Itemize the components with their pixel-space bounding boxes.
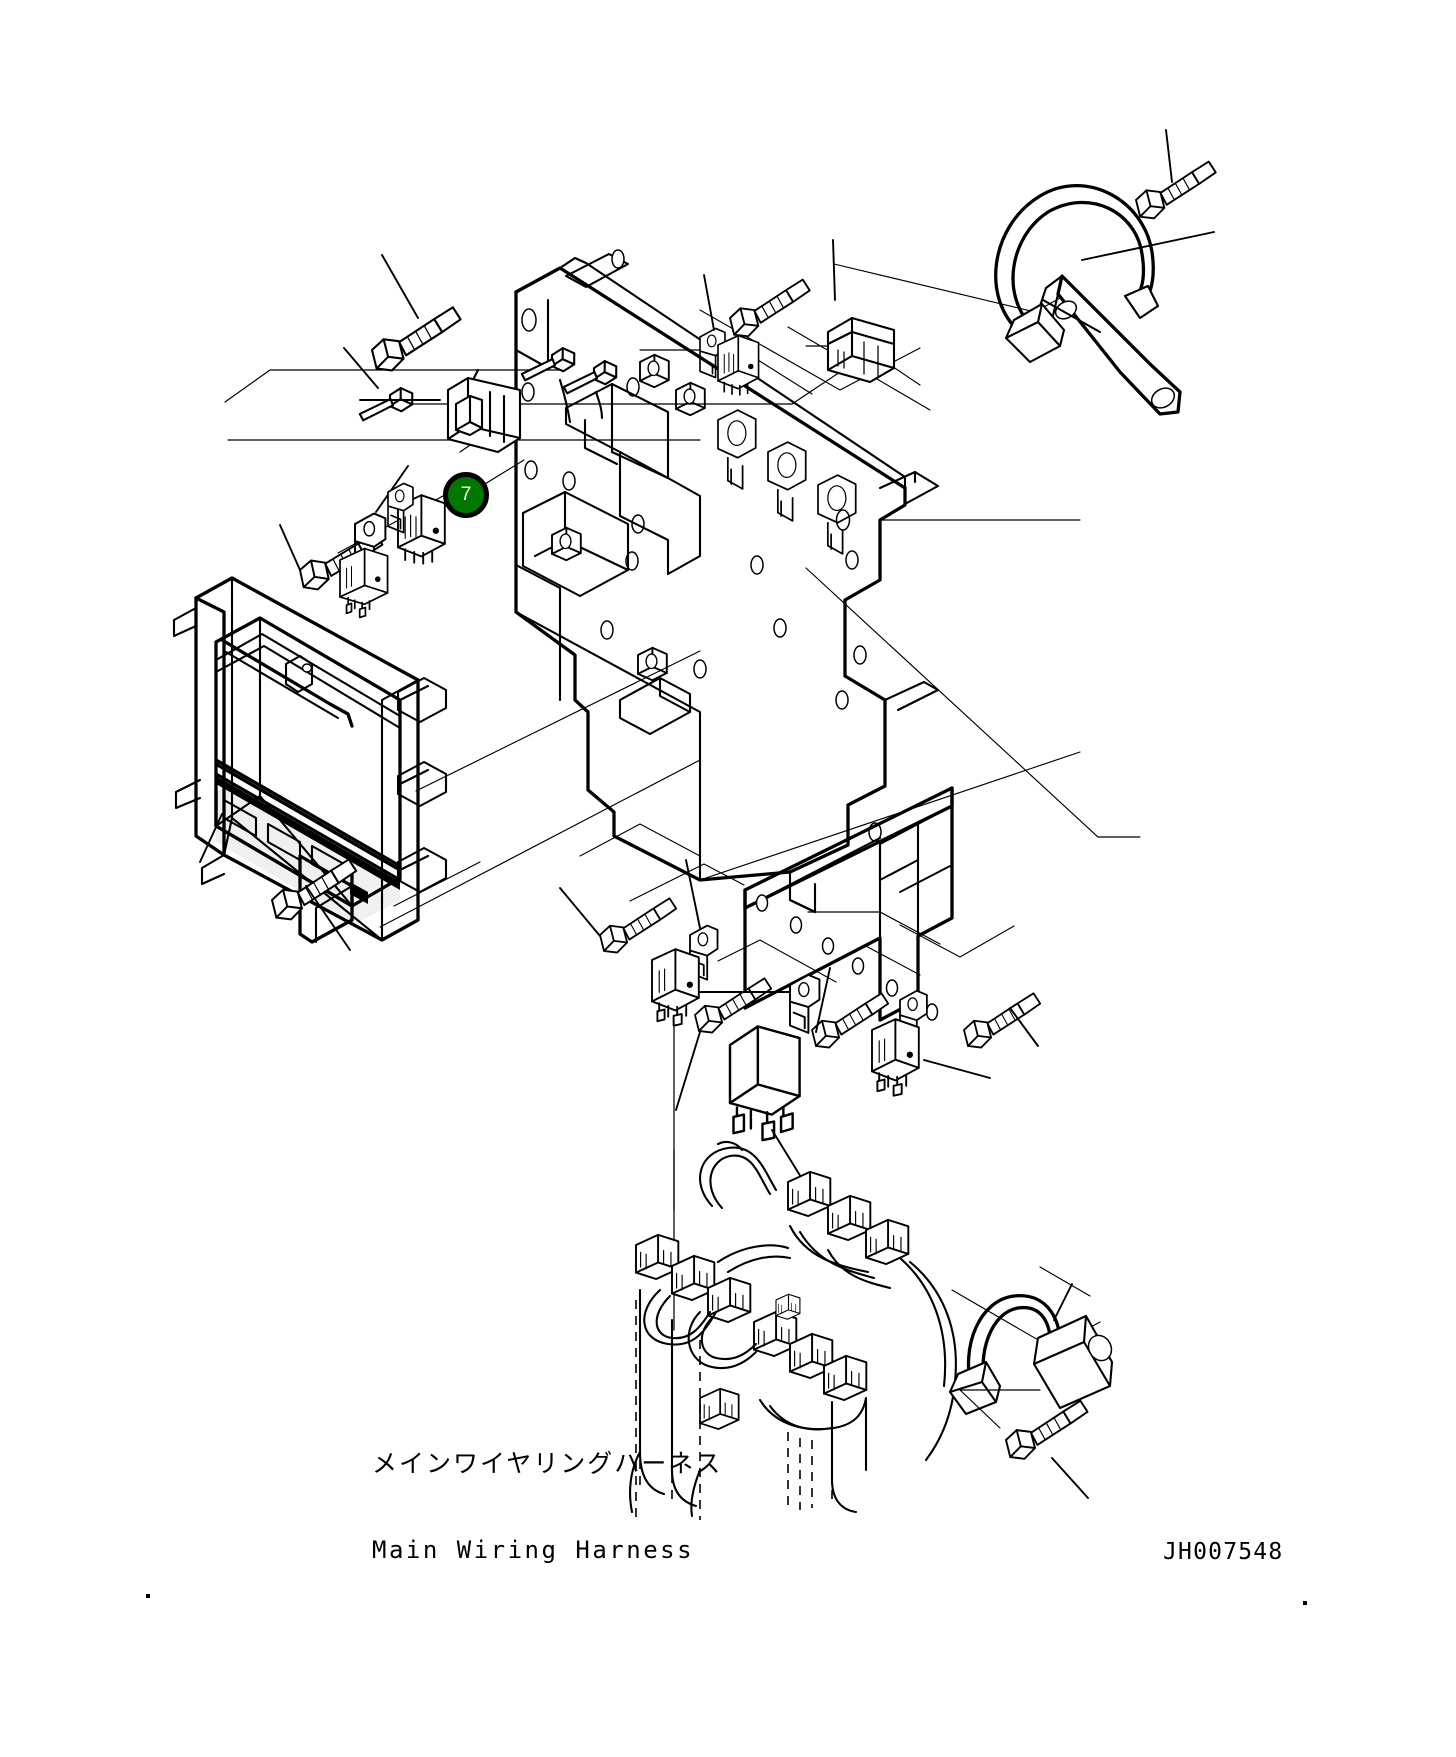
cable-assembly-lower-right — [948, 1283, 1114, 1499]
relay-group-lower — [559, 859, 1047, 1331]
fusible-link-assembly — [994, 129, 1222, 416]
registration-dot-bottom-right — [1303, 1601, 1307, 1605]
connector-block — [446, 368, 522, 454]
callout-badge-7[interactable]: 7 — [443, 472, 489, 518]
relay-bracket-lower — [743, 786, 954, 1022]
fastener-group-upper-left — [343, 254, 619, 427]
connector-cube-upper-right — [826, 316, 896, 384]
harness-label-english: Main Wiring Harness — [372, 1536, 695, 1565]
registration-dot-bottom-left — [146, 1594, 150, 1598]
mounting-plate-main — [514, 249, 940, 914]
drawing-number: JH007548 — [1163, 1539, 1284, 1565]
main-wiring-harness-label: メインワイヤリングハーネス Main Wiring Harness — [372, 1392, 722, 1623]
callout-badge-7-number: 7 — [460, 484, 472, 505]
controller-box — [172, 576, 448, 951]
grommet-blocks — [551, 353, 706, 736]
main-wiring-harness — [629, 1140, 957, 1518]
harness-label-japanese: メインワイヤリングハーネス — [372, 1449, 723, 1479]
relay-group-left — [279, 465, 446, 619]
relay-clip-row — [717, 409, 857, 555]
relay-group-top-middle — [699, 239, 836, 396]
harness-drop-lines — [635, 1300, 701, 1520]
projection-lines — [224, 263, 1141, 1349]
